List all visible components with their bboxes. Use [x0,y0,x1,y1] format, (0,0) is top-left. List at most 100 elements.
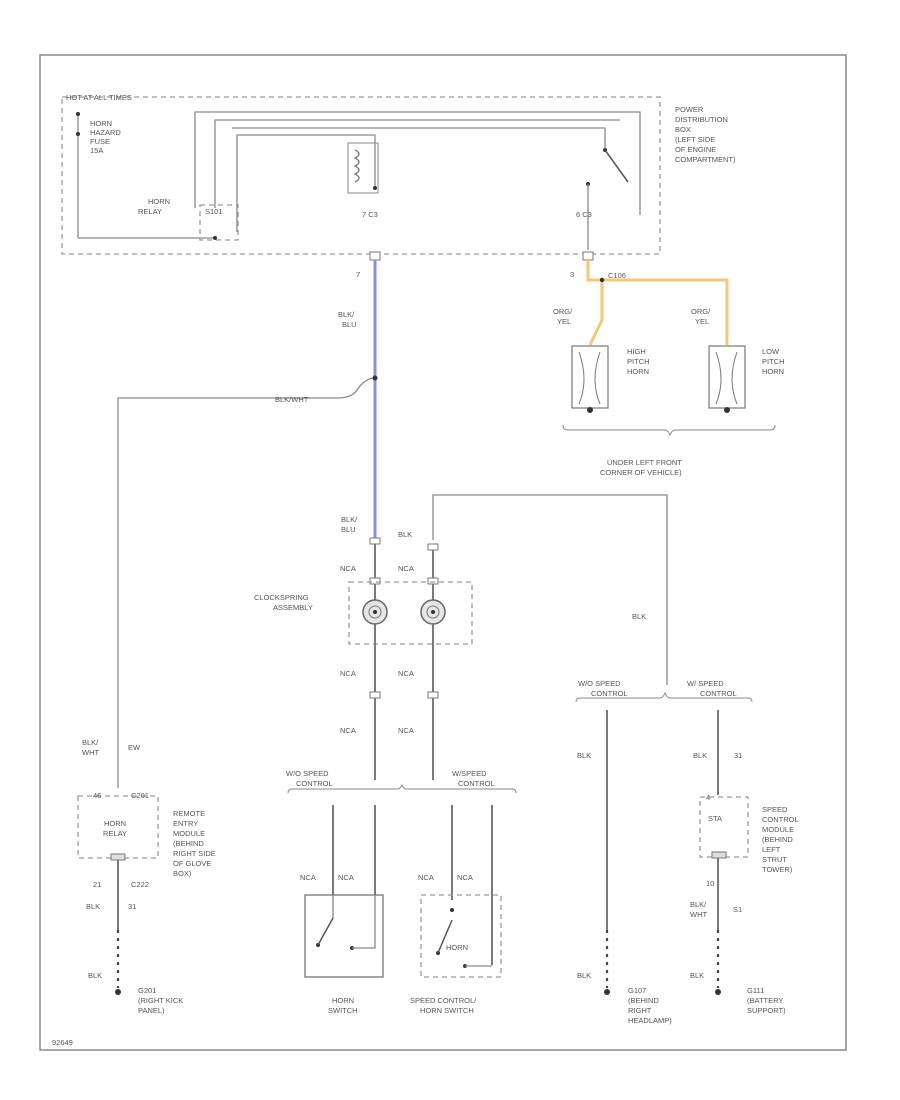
blk-blu-label-1: BLK/ [338,310,355,319]
horn-relay-label-2: RELAY [138,207,162,216]
remote-blk-label: BLK [86,902,100,911]
speed-module-pin-top: 4 [706,793,710,802]
org-yel-label-1a: ORG/ [553,307,573,316]
pdb-connector-left [369,251,381,261]
remote-module-pin-bot: 21 [93,880,101,889]
blk-speed-feed-wire [432,494,668,685]
blk-wht-ew-label-1: BLK/ [82,738,99,747]
horn-relay-label-1: HORN [148,197,170,206]
blk-wht-2-label-3: S1 [733,905,742,914]
low-horn-label-2: PITCH [762,357,785,366]
speed-horn-switch-label-2: HORN SWITCH [420,1006,474,1015]
low-horn-label-3: HORN [762,367,784,376]
speed-module-label-4: (BEHIND [762,835,793,844]
speed-ctrl-without-b-2: CONTROL [591,689,628,698]
g107-label-1: G107 [628,986,646,995]
pdb-label-6: COMPARTMENT) [675,155,736,164]
nca-label-1: NCA [340,564,356,573]
remote-module-label-5: RIGHT SIDE [173,849,216,858]
pdb-connector-right [582,251,594,261]
pdb-label-5: OF ENGINE [675,145,716,154]
high-horn-label-3: HORN [627,367,649,376]
speed-ctrl-option-bracket-a [287,783,517,794]
splice-label: C106 [608,271,626,280]
clockspring-label-2: ASSEMBLY [273,603,313,612]
speed-module-label-6: STRUT [762,855,787,864]
g111-label-2: (BATTERY [747,996,783,1005]
g107-label-3: RIGHT [628,1006,652,1015]
horn-relay-coil [347,135,379,194]
remote-module-label-1: REMOTE [173,809,205,818]
speed-module-label-3: MODULE [762,825,794,834]
diagram-frame [39,54,847,1051]
org-yel-wire-high [586,260,604,346]
g107-label-2: (BEHIND [628,996,659,1005]
blk-wht-label: BLK/WHT [275,395,309,404]
horn-hazard-fuse: HORN HAZARD FUSE 15A [76,112,121,155]
clockspring-assembly [348,581,473,645]
blk-label-4-pin: 31 [734,751,742,760]
fuse-label-2: HAZARD [90,128,121,137]
clockspring-coil-right [420,599,446,625]
fuse-label-1: HORN [90,119,112,128]
speed-module-label-7: TOWER) [762,865,793,874]
speed-horn-switch-label-1: SPEED CONTROL/ [410,996,477,1005]
ground-blk-1: BLK [88,971,102,980]
clockspring-label-1: CLOCKSPRING [254,593,309,602]
remote-module-conn-bot: C222 [131,880,149,889]
blk-wht-ew-label-3: EW [128,743,141,752]
g201-label-2: (RIGHT KICK [138,996,183,1005]
pin-left: 7 [356,270,360,279]
pdb-wire-mid [214,119,620,208]
blk-label-1: BLK [632,612,646,621]
horn-location-1: UNDER LEFT FRONT [607,458,682,467]
speed-ctrl-with-a-1: W/SPEED [452,769,487,778]
speed-control-module [699,796,749,858]
horn-relay-code: S101 [205,207,223,216]
nca-label-8: NCA [338,873,354,882]
speed-control-horn-switch [420,894,502,978]
pin-right: 3 [570,270,574,279]
footer-code: 92649 [52,1038,73,1047]
pdb-wire-inner [236,134,375,232]
low-horn-label-1: LOW [762,347,780,356]
blk-blu-label-2: BLU [342,320,357,329]
speed-module-label-5: LEFT [762,845,781,854]
horn-location-bracket [562,424,776,437]
speed-module-label-2: CONTROL [762,815,799,824]
blk-label-2: BLK [398,530,412,539]
speed-module-pin-bot: 10 [706,879,714,888]
horn-relay-pdb: HORN RELAY S101 [138,197,239,241]
pdb-term-right: 6 C3 [576,210,592,219]
blk-wht-2-label-2: WHT [690,910,707,919]
horn-switch-label-2: SWITCH [328,1006,358,1015]
remote-module-label-2: ENTRY [173,819,198,828]
remote-module-label-4: (BEHIND [173,839,204,848]
org-yel-label-2b: YEL [695,317,709,326]
blk-wht-2-label-1: BLK/ [690,900,707,909]
speed-ctrl-without-a-2: CONTROL [296,779,333,788]
speed-horn-switch-inner: HORN [446,943,468,952]
pdb-label-2: DISTRIBUTION [675,115,728,124]
speed-module-code: STA [708,814,722,823]
blk-wht-ew-label-2: WHT [82,748,99,757]
remote-relay-label-1: HORN [104,819,126,828]
nca-label-9: NCA [418,873,434,882]
g111-label-1: G111 [747,986,764,995]
speed-ctrl-option-bracket-b [575,691,753,703]
remote-module-label-6: OF GLOVE [173,859,211,868]
power-distribution-box-outline [61,96,661,255]
high-pitch-horn [571,345,609,413]
pdb-wire-switch [232,127,606,148]
remote-module-conn-top: C201 [131,791,149,800]
horn-location-2: CORNER OF VEHICLE) [600,468,682,477]
remote-module-label-7: BOX) [173,869,192,878]
remote-module-pin-top: 46 [93,791,101,800]
horn-switch-label-1: HORN [332,996,354,1005]
fuse-label-3: FUSE [90,137,110,146]
speed-ctrl-without-a-1: W/O SPEED [286,769,329,778]
remote-module-label-3: MODULE [173,829,205,838]
blk-label-3: BLK [577,751,591,760]
horn-switch-contact [316,895,376,950]
